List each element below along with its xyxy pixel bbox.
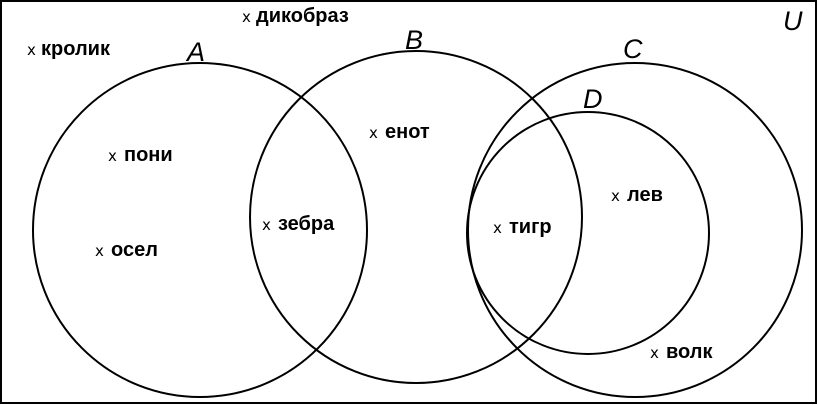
element-lev: x лев [611, 184, 663, 206]
set-b-circle [249, 50, 583, 384]
set-d-label: D [583, 84, 603, 114]
element-enot-label: енот [385, 121, 430, 143]
set-a-label: A [185, 37, 205, 67]
element-dikobraz-label: дикобраз [256, 5, 349, 27]
element-zebra: x зебра [262, 213, 335, 235]
set-b-label: B [405, 25, 423, 55]
element-marker: x [95, 242, 104, 260]
element-krolik: x кролик [27, 38, 111, 60]
element-marker: x [27, 41, 36, 59]
element-marker: x [369, 124, 378, 142]
element-marker: x [650, 344, 659, 362]
element-dikobraz: x дикобраз [242, 5, 349, 27]
element-krolik-label: кролик [41, 38, 111, 60]
element-marker: x [108, 147, 117, 165]
element-poni-label: пони [124, 144, 173, 166]
set-d-circle [466, 111, 710, 355]
element-marker: x [242, 8, 251, 26]
element-marker: x [493, 219, 502, 237]
element-osel-label: осел [111, 239, 158, 261]
element-zebra-label: зебра [278, 213, 335, 235]
set-a-circle [32, 62, 368, 398]
element-lev-label: лев [627, 184, 663, 206]
element-marker: x [262, 216, 271, 234]
element-tigr: x тигр [493, 216, 552, 238]
universe-label: U [783, 6, 803, 36]
element-marker: x [611, 187, 620, 205]
element-poni: x пони [108, 144, 173, 166]
element-volk: x волк [650, 341, 713, 363]
element-enot: x енот [369, 121, 430, 143]
element-tigr-label: тигр [509, 216, 552, 238]
set-c-label: C [623, 34, 643, 64]
element-volk-label: волк [666, 341, 713, 363]
element-osel: x осел [95, 239, 158, 261]
